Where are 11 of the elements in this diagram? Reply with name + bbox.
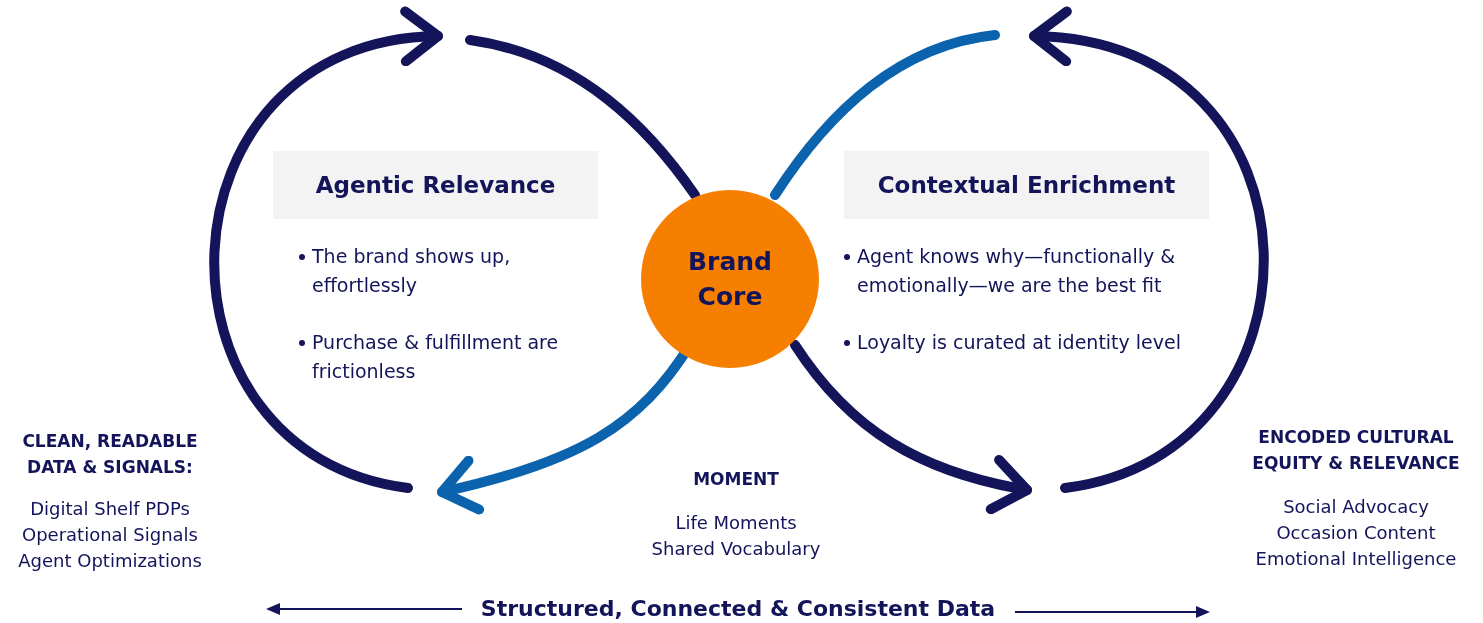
item-text: Operational Signals — [22, 523, 198, 547]
section-heading: ENCODED CULTURAL EQUITY & RELEVANCE — [1251, 426, 1461, 476]
item-text: Digital Shelf PDPs — [30, 497, 190, 521]
item-text: Life Moments — [675, 511, 797, 535]
section-heading: CLEAN, READABLE DATA & SIGNALS: — [21, 430, 199, 480]
item-text: Occasion Content — [1276, 521, 1436, 545]
item-text: Agent Optimizations — [18, 549, 202, 573]
item-text: Social Advocacy — [1283, 495, 1429, 519]
item-text: Emotional Intelligence — [1255, 547, 1457, 571]
item-text: Shared Vocabulary — [651, 537, 821, 561]
footer-title: Structured, Connected & Consistent Data — [480, 595, 996, 623]
